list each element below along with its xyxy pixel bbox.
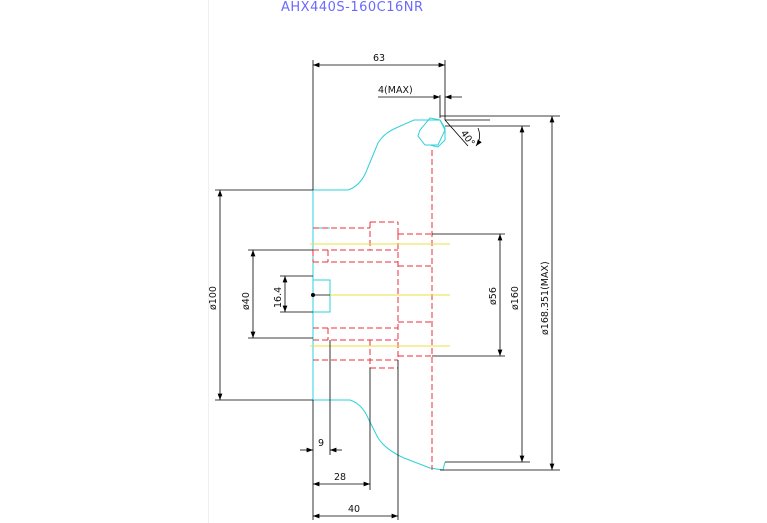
dim-tooth-angle: 40° [458,128,477,148]
dim-keyway: 16.4 [273,287,284,308]
dim-len-28: 28 [334,472,346,483]
dim-dia-100: ø100 [208,286,219,310]
dim-overall-length: 63 [373,53,385,64]
center-lines [310,243,450,347]
part-number-title: AHX440S-160C16NR [281,0,424,15]
dim-dia-160: ø160 [510,286,521,310]
right-margin [558,0,767,523]
dim-dia-56: ø56 [488,287,499,305]
dim-len-9: 9 [318,438,324,449]
tooth-tip [417,117,446,146]
hidden-lines [312,150,433,470]
left-margin [0,0,209,523]
center-point [311,293,315,297]
pulley-profile [313,119,446,191]
keyway-outline [313,279,331,313]
dimension-lines [215,60,560,520]
lower-flange [313,399,446,471]
dim-hub-offset: 4(MAX) [378,85,413,96]
dim-len-40: 40 [348,504,360,515]
part-outline [312,117,446,471]
dim-dia-168: ø168.351(MAX) [540,261,551,335]
dimension-labels: 63 4(MAX) 40° ø100 ø40 16.4 ø56 ø160 ø16… [208,53,551,515]
dim-dia-40: ø40 [241,292,252,310]
